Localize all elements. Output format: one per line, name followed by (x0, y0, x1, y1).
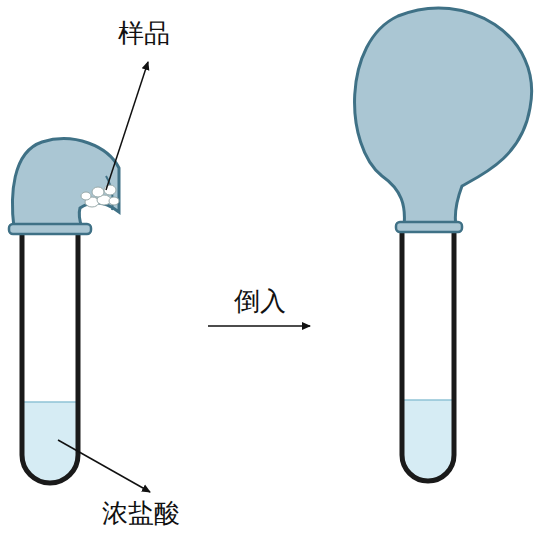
acid-label: 浓盐酸 (102, 500, 180, 529)
sample-label: 样品 (118, 20, 170, 49)
inflated-balloon (355, 8, 532, 226)
leader-line (58, 440, 150, 492)
action-label: 倒入 (234, 288, 286, 317)
test-tube (402, 228, 454, 481)
sample-pieces (81, 185, 119, 207)
acid-liquid (403, 400, 453, 480)
test-tube (22, 230, 78, 483)
balloon (12, 139, 119, 228)
acid-liquid (23, 402, 77, 482)
balloon-collar (9, 224, 91, 234)
process-arrow (208, 325, 310, 327)
leader-line (106, 62, 148, 190)
balloon-collar (396, 222, 462, 232)
